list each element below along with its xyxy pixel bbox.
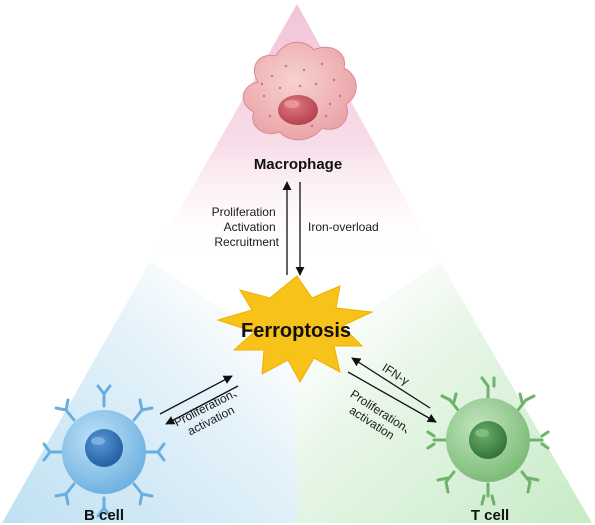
macrophage-body [242,41,357,141]
t-cell-nucleus [469,421,507,459]
arrow-b-cell-to-ferroptosis [159,375,233,415]
b-cell-receptors [42,384,166,518]
macrophage-nucleus [278,95,318,125]
b-cell [42,384,166,518]
right-region [297,262,592,523]
macrophage-nucleus-shine [284,100,300,108]
arrow-t-cell-to-ferroptosis [351,357,431,409]
t-cell-label: T cell [471,507,509,524]
macrophage-dots [260,62,342,128]
macrophage-left-labels: Proliferation Activation Recruitment [212,205,280,249]
b-cell-nucleus-shine [91,437,105,445]
b-cell-label: B cell [84,507,124,524]
t-cell [426,376,550,506]
edge-label-activation: Activation [224,220,276,234]
edge-label-proliferation: Proliferation [212,205,276,219]
macrophage-cell [242,41,357,141]
ferroptosis-burst [216,275,374,384]
t-cell-receptors [426,376,550,506]
b-cell-nucleus [85,429,123,467]
edge-label-recruitment: Recruitment [214,235,279,249]
edge-label-iron-overload: Iron-overload [308,220,379,234]
macrophage-label: Macrophage [254,156,342,173]
arrow-ferroptosis-to-t-cell [347,371,437,423]
ferroptosis-label: Ferroptosis [241,320,351,342]
arrow-ferroptosis-to-b-cell [165,385,239,425]
t-cell-nucleus-shine [475,429,489,437]
